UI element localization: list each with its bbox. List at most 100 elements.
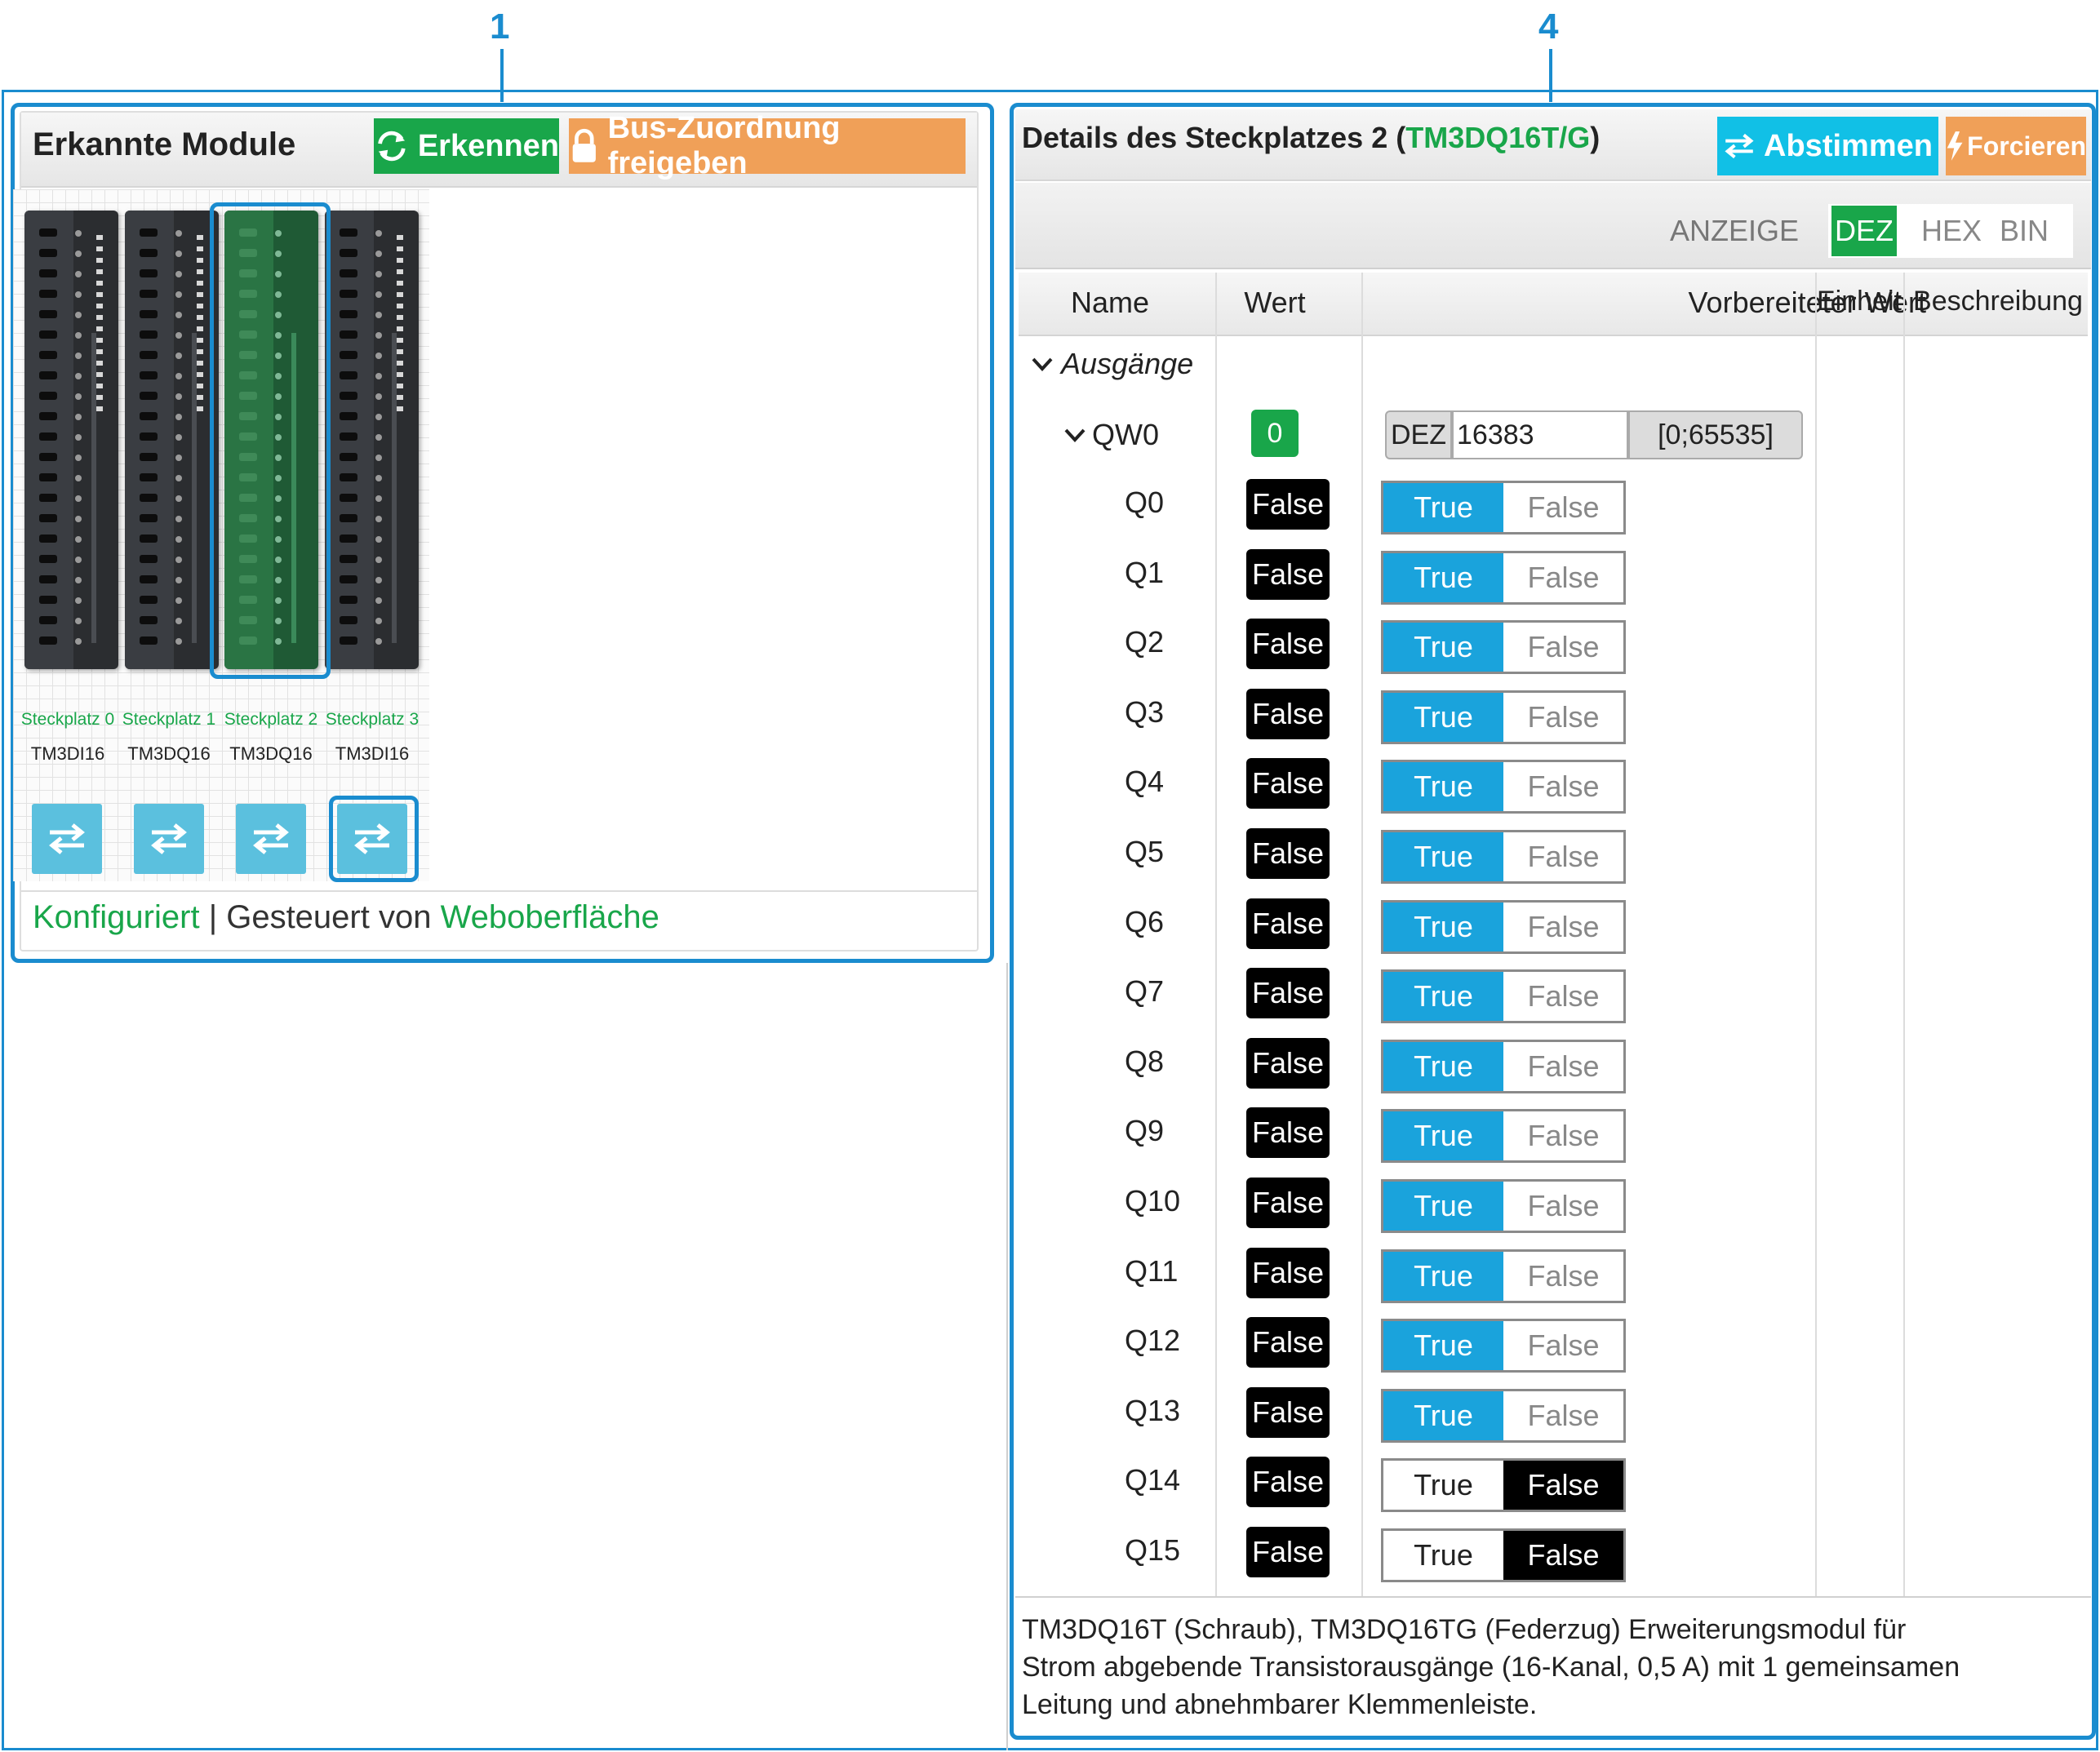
toggle-false-option[interactable]: False xyxy=(1503,623,1623,672)
toggle-false-option[interactable]: False xyxy=(1503,1182,1623,1231)
toggle-false-option[interactable]: False xyxy=(1503,903,1623,951)
toggle-false-option[interactable]: False xyxy=(1503,1391,1623,1440)
module-image-2[interactable] xyxy=(224,211,318,669)
description-line-1: TM3DQ16T (Schraub), TM3DQ16TG (Federzug)… xyxy=(1022,1614,1907,1645)
bit-value-badge: False xyxy=(1246,549,1330,600)
col-header-prepared: Vorbereiteter Wert xyxy=(1688,286,1926,319)
bit-value-badge: False xyxy=(1246,1178,1330,1228)
bit-value-badge: False xyxy=(1246,968,1330,1018)
slot-swap-button-0[interactable] xyxy=(32,804,102,874)
status-divider xyxy=(21,890,977,892)
slot-swap-button-1[interactable] xyxy=(134,804,204,874)
description-divider xyxy=(1015,1596,2091,1598)
toggle-true-option[interactable]: True xyxy=(1383,483,1503,532)
word-row-qw0[interactable]: QW0 xyxy=(1063,418,1159,452)
word-range-label: [0;65535] xyxy=(1628,410,1803,459)
force-button[interactable]: Forcieren xyxy=(1946,117,2086,175)
release-bus-mapping-button[interactable]: Bus-Zuordnung freigeben xyxy=(569,111,966,180)
toggle-true-option[interactable]: True xyxy=(1383,1461,1503,1510)
toggle-false-option[interactable]: False xyxy=(1503,693,1623,742)
detect-button[interactable]: Erkennen xyxy=(374,118,559,174)
toggle-true-option[interactable]: True xyxy=(1383,762,1503,811)
toggle-true-option[interactable]: True xyxy=(1383,1321,1503,1370)
slot-details-title-suffix: ) xyxy=(1590,121,1601,154)
description-line-2: Strom abgebende Transistorausgänge (16-K… xyxy=(1022,1652,1960,1683)
module-image-1[interactable] xyxy=(125,211,219,669)
release-bus-mapping-label: Bus-Zuordnung freigeben xyxy=(607,111,841,180)
module-image-0[interactable] xyxy=(24,211,118,669)
col-header-description: Beschreibung xyxy=(1913,286,2083,317)
word-prepared-input[interactable]: 16383 xyxy=(1452,410,1628,459)
callout-3-highlight xyxy=(329,796,419,882)
bit-name: Q15 xyxy=(1125,1533,1181,1567)
toggle-true-option[interactable]: True xyxy=(1383,1182,1503,1231)
toggle-true-option[interactable]: True xyxy=(1383,1531,1503,1580)
force-button-label: Forcieren xyxy=(1967,131,2086,161)
slot-swap-button-2[interactable] xyxy=(236,804,306,874)
bit-value-badge: False xyxy=(1246,479,1330,530)
group-row-outputs[interactable]: Ausgänge xyxy=(1030,347,1193,381)
group-label: Ausgänge xyxy=(1061,347,1194,380)
toggle-false-option[interactable]: False xyxy=(1503,972,1623,1021)
callout-1-line xyxy=(500,49,504,102)
module-image-3[interactable] xyxy=(325,211,419,669)
tune-button[interactable]: Abstimmen xyxy=(1717,117,1938,175)
slot-label-0: Steckplatz 0 xyxy=(20,710,115,729)
swap-arrows-icon xyxy=(253,823,289,854)
toggle-false-option[interactable]: False xyxy=(1503,1461,1623,1510)
display-mode-hex[interactable]: HEX xyxy=(1920,214,1982,247)
slot-details-title: Details des Steckplatzes 2 (TM3DQ16T/G) xyxy=(1022,121,1600,155)
toggle-true-option[interactable]: True xyxy=(1383,1042,1503,1091)
toggle-false-option[interactable]: False xyxy=(1503,553,1623,602)
toggle-false-option[interactable]: False xyxy=(1503,1252,1623,1301)
bit-name: Q2 xyxy=(1125,625,1165,659)
toggle-false-option[interactable]: False xyxy=(1503,1111,1623,1160)
callout-4: 4 xyxy=(1538,7,1559,47)
toggle-false-option[interactable]: False xyxy=(1503,483,1623,532)
display-mode-dez[interactable]: DEZ xyxy=(1831,206,1897,256)
toggle-true-option[interactable]: True xyxy=(1383,623,1503,672)
bit-name: Q0 xyxy=(1125,486,1165,519)
toggle-true-option[interactable]: True xyxy=(1383,972,1503,1021)
bit-name: Q4 xyxy=(1125,765,1165,798)
toggle-true-option[interactable]: True xyxy=(1383,1252,1503,1301)
detect-button-label: Erkennen xyxy=(417,128,559,163)
slot-label-1: Steckplatz 1 xyxy=(122,710,216,729)
module-status: Konfiguriert | Gesteuert von Weboberfläc… xyxy=(33,899,659,936)
toggle-true-option[interactable]: True xyxy=(1383,693,1503,742)
bit-name: Q9 xyxy=(1125,1114,1165,1147)
slot-swap-button-3[interactable] xyxy=(337,804,407,874)
toggle-true-option[interactable]: True xyxy=(1383,832,1503,881)
toggle-false-option[interactable]: False xyxy=(1503,762,1623,811)
swap-arrows-icon xyxy=(49,823,85,854)
toggle-true-option[interactable]: True xyxy=(1383,1111,1503,1160)
callout-2-highlight xyxy=(210,202,331,679)
toggle-true-option[interactable]: True xyxy=(1383,1391,1503,1440)
toggle-false-option[interactable]: False xyxy=(1503,1042,1623,1091)
swap-arrows-icon xyxy=(151,823,187,854)
slot-ref-1: TM3DQ16 xyxy=(127,743,211,764)
bit-name: Q10 xyxy=(1125,1184,1181,1218)
display-mode-bin[interactable]: BIN xyxy=(1999,214,2049,247)
toggle-true-option[interactable]: True xyxy=(1383,903,1503,951)
toggle-false-option[interactable]: False xyxy=(1503,832,1623,881)
toggle-false-option[interactable]: False xyxy=(1503,1321,1623,1370)
toggle-true-option[interactable]: True xyxy=(1383,553,1503,602)
toggle-false-option[interactable]: False xyxy=(1503,1531,1623,1580)
